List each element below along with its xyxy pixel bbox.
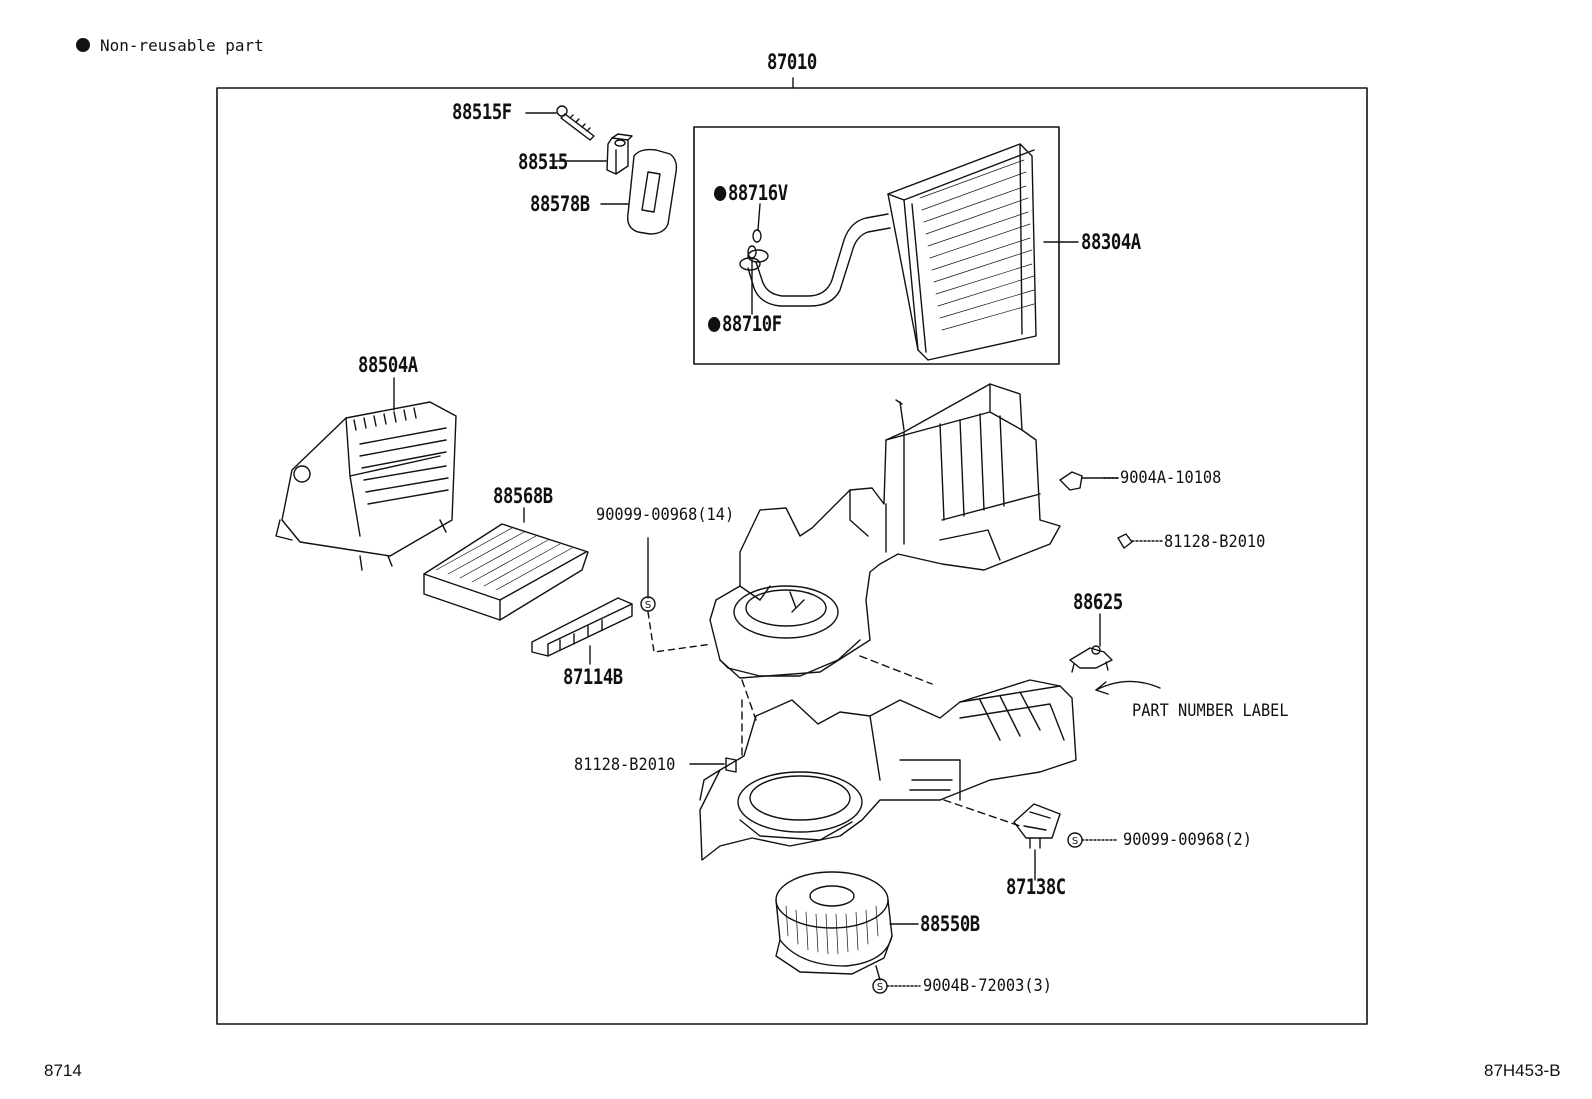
clip-left-drawing xyxy=(689,757,737,773)
label-part-number: PART NUMBER LABEL xyxy=(1132,701,1289,721)
label-87138C: 87138C xyxy=(1006,875,1066,899)
label-88710F-text: 88710F xyxy=(721,312,782,336)
label-90099-14: 90099-00968(14) xyxy=(596,505,735,525)
label-88578B: 88578B xyxy=(530,192,590,216)
valve-88515-drawing xyxy=(549,133,633,175)
s-glyph-14: S xyxy=(645,600,651,611)
label-88625: 88625 xyxy=(1073,590,1123,614)
upper-case-drawing xyxy=(709,383,1119,679)
label-81128-left: 81128-B2010 xyxy=(574,755,676,775)
footer-left: 8714 xyxy=(44,1061,82,1080)
evaporator-frame xyxy=(693,126,1060,365)
gasket-88578B-drawing xyxy=(600,148,678,235)
filled-circle-icon xyxy=(76,38,90,52)
label-81128-right: 81128-B2010 xyxy=(1164,532,1266,552)
assembly-frame xyxy=(216,87,1368,1025)
housing-88504A-drawing xyxy=(275,377,457,571)
s-glyph-2: S xyxy=(1072,836,1078,847)
label-88504A: 88504A xyxy=(358,353,418,377)
footer-right: 87H453-B xyxy=(1484,1061,1561,1080)
label-9004A: 9004A-10108 xyxy=(1120,468,1222,488)
label-88550B: 88550B xyxy=(920,912,980,936)
cover-87114B-drawing xyxy=(531,597,633,665)
legend: Non-reusable part xyxy=(76,36,264,55)
label-90099-2: 90099-00968(2) xyxy=(1123,830,1252,850)
label-arrow-drawing xyxy=(1095,680,1161,695)
label-88710F: 88710F xyxy=(708,314,782,335)
legend-text: Non-reusable part xyxy=(100,36,264,55)
evaporator-88304A-drawing xyxy=(739,143,1079,361)
label-88716V-text: 88716V xyxy=(727,181,788,205)
label-88716V: 88716V xyxy=(714,183,788,204)
assembly-number: 87010 xyxy=(767,50,817,74)
non-reusable-icon xyxy=(714,186,727,201)
alignment-dashes xyxy=(741,655,1021,827)
label-88568B: 88568B xyxy=(493,484,553,508)
blower-88550B-drawing xyxy=(775,871,921,994)
non-reusable-icon xyxy=(708,317,721,332)
label-88515F: 88515F xyxy=(452,100,512,124)
resistor-87138C-drawing xyxy=(1013,803,1117,881)
filter-88568B-drawing xyxy=(423,507,589,621)
clip-right-drawing xyxy=(1117,533,1163,549)
bolt-88515F-drawing xyxy=(525,105,595,141)
label-87114B: 87114B xyxy=(563,665,623,689)
label-9004B: 9004B-72003(3) xyxy=(923,976,1052,996)
s-glyph-3: S xyxy=(877,982,883,993)
lower-case-drawing xyxy=(699,679,1077,861)
label-88304A: 88304A xyxy=(1081,230,1141,254)
label-88515: 88515 xyxy=(518,150,568,174)
screw-symbol-14 xyxy=(640,537,713,653)
part-88625-drawing xyxy=(1069,613,1113,673)
